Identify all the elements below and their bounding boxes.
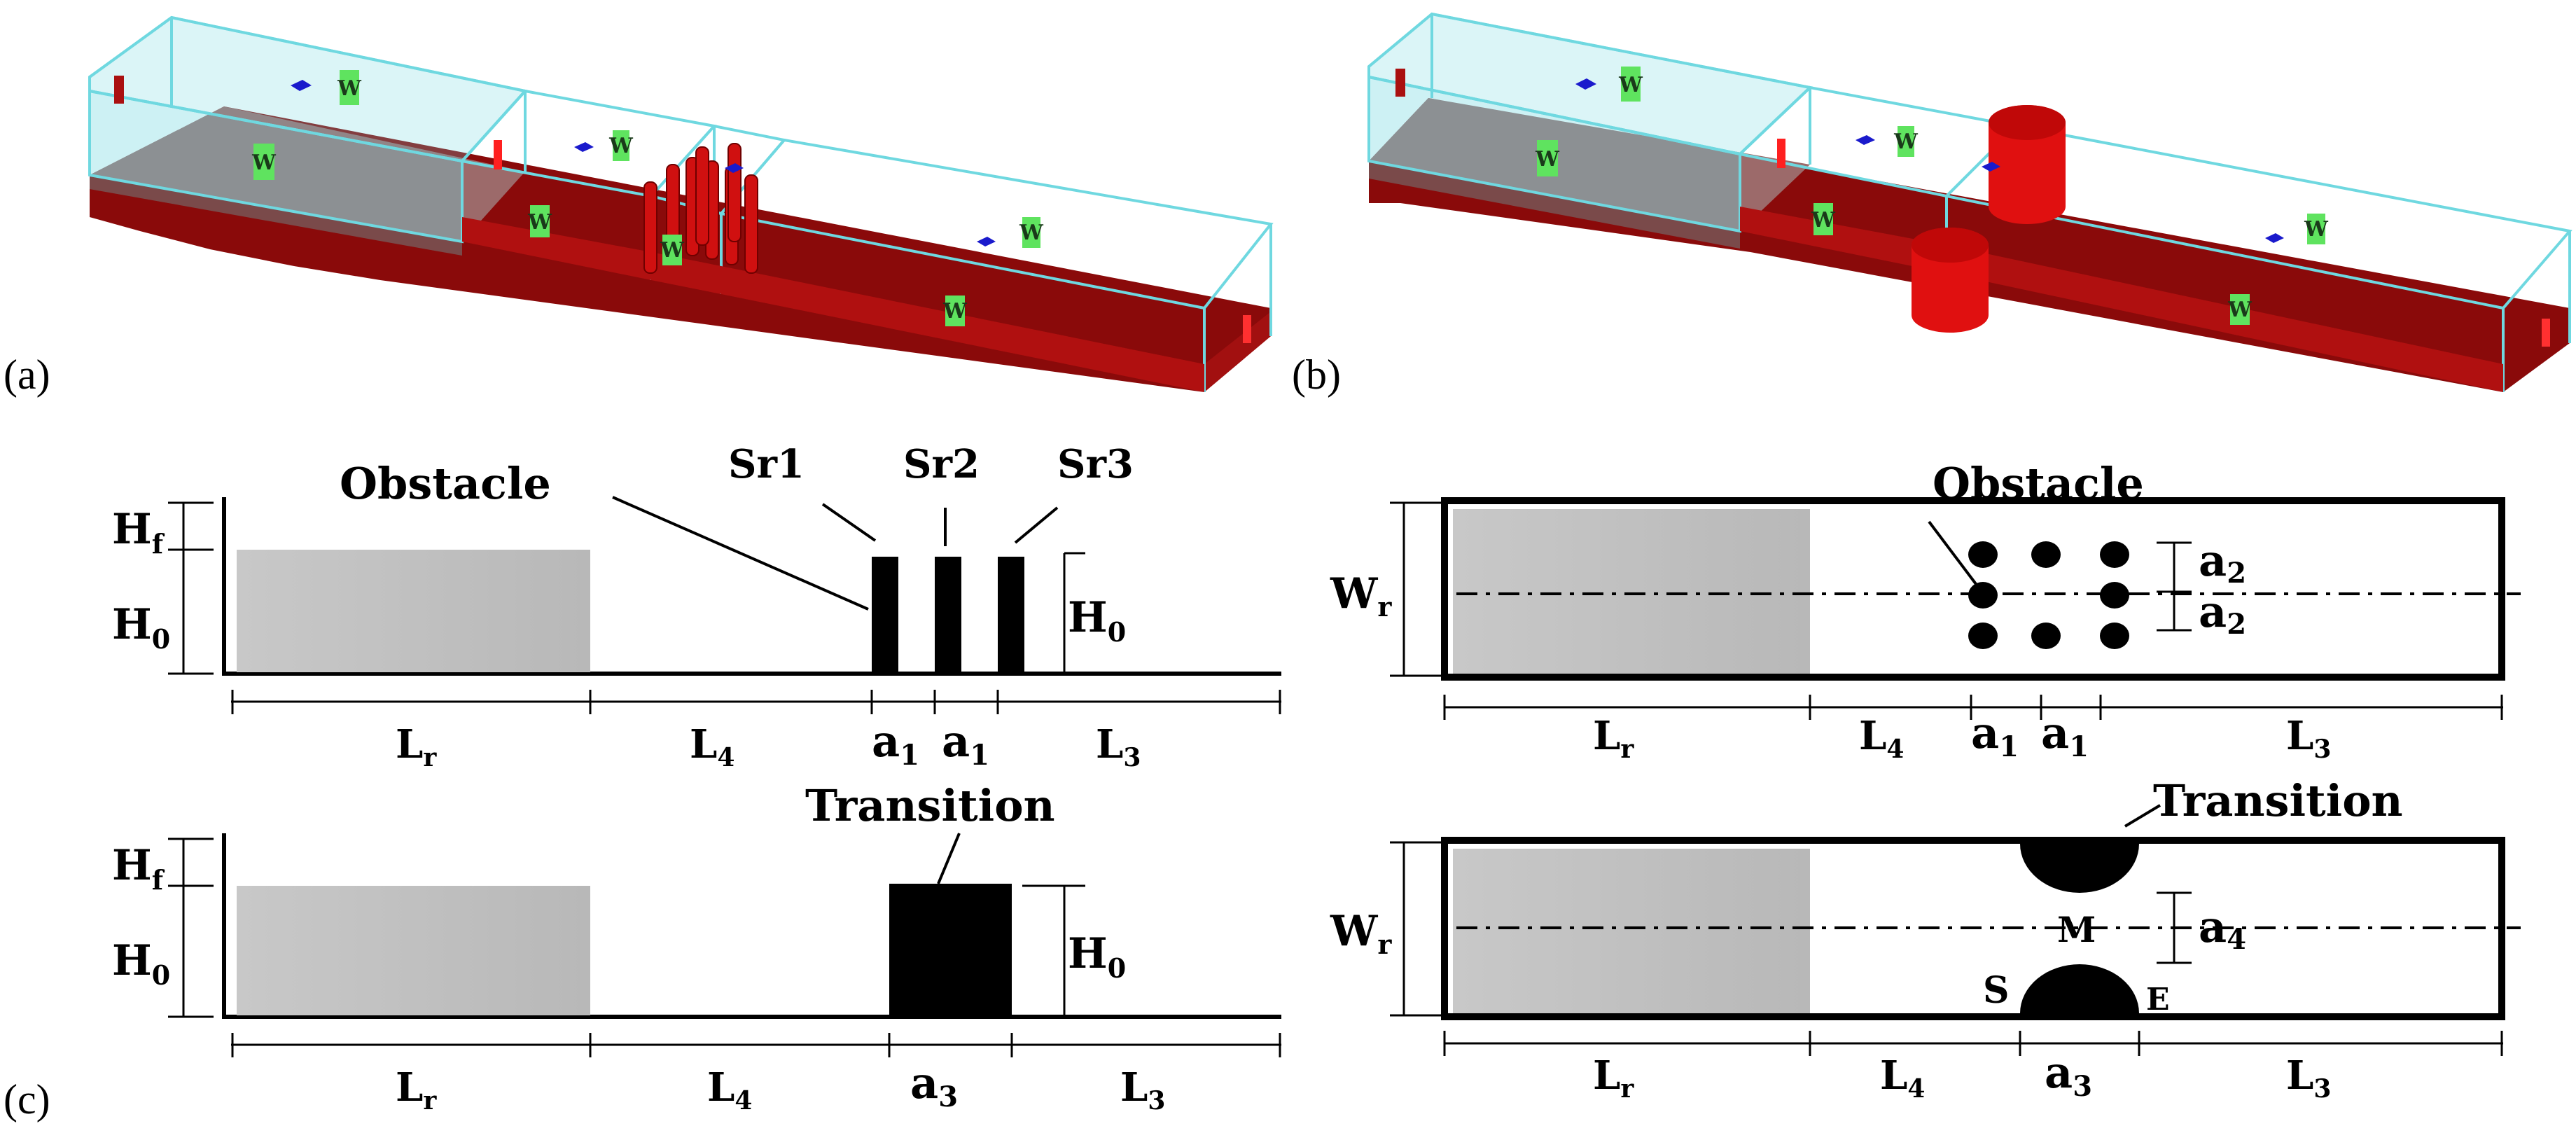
reservoir-top-transition: [1453, 849, 1810, 1013]
probes-b: [1575, 78, 2284, 243]
a1-label-side-obs-2: a1: [942, 716, 989, 772]
svg-text:W: W: [251, 151, 277, 175]
outlet-marker-a: [1243, 315, 1251, 343]
a1-label-side-obs-1: a1: [872, 716, 919, 772]
lr-label-side-tr: Lr: [396, 1064, 437, 1115]
top-view-obstacle: [1390, 497, 2521, 720]
svg-text:W: W: [1535, 147, 1560, 172]
svg-text:W: W: [1019, 221, 1044, 245]
reservoir-block-a: [90, 106, 525, 242]
a3-label-side-tr: a3: [910, 1057, 958, 1113]
lr-label-side-obs: Lr: [396, 721, 437, 772]
reservoir-front-b: [1369, 161, 1740, 249]
inner-marker-b1: [1777, 139, 1785, 168]
svg-text:W: W: [608, 134, 634, 158]
l3-label-side-obs: L3: [1096, 721, 1141, 772]
a1-label-top-obs-2: a1: [2041, 707, 2089, 763]
svg-text:W: W: [942, 299, 968, 324]
obstacle-sr3: [998, 557, 1024, 674]
svg-text:W: W: [2304, 217, 2329, 242]
panel-label-c: (c): [4, 1076, 50, 1122]
top-view-transition: [1390, 804, 2521, 1056]
h0-right-label-side-tr: H0: [1068, 929, 1126, 984]
side-view-obstacle-labels: Obstacle Sr1 Sr2 Sr3 Hf H0 H0 Lr L4 a1 a…: [112, 441, 1141, 772]
lr-label-top-tr: Lr: [1593, 1052, 1634, 1104]
transition-title-top: Transition: [2153, 775, 2403, 826]
a4-label-top-tr: a4: [2199, 901, 2246, 956]
obstacle-sr1: [872, 557, 898, 674]
l3-label-top-obs: L3: [2286, 713, 2331, 764]
air-boxes-a: [88, 15, 1274, 392]
h0-label-side-tr: H0: [112, 936, 170, 991]
l4-label-top-obs: L4: [1859, 713, 1904, 764]
wr-label-top-tr: Wr: [1330, 907, 1392, 960]
sr1-label: Sr1: [728, 441, 805, 487]
side-view-obstacle: [168, 496, 1281, 714]
svg-text:W: W: [527, 210, 552, 235]
reservoir-front-a: [90, 175, 462, 256]
transition-semicircle-top: [2020, 844, 2139, 893]
probes-a: [291, 80, 996, 246]
a2-label-top-obs-2: a2: [2199, 586, 2246, 641]
top-view-transition-labels: Transition Wr a4 M S E Lr L4 a3 L3: [1330, 775, 2403, 1104]
l3-label-top-tr: L3: [2286, 1052, 2331, 1104]
hf-label-side-obs: Hf: [112, 505, 165, 559]
l3-label-side-tr: L3: [1120, 1064, 1165, 1115]
reservoir-block-b: [1369, 98, 1810, 231]
transition-block-side: [889, 884, 1012, 1017]
l4-label-side-obs: L4: [690, 721, 734, 772]
panel-label-b: (b): [1292, 352, 1341, 398]
transition-title-side: Transition: [805, 780, 1055, 831]
m-label: M: [2057, 909, 2096, 950]
lr-label-top-obs: Lr: [1593, 713, 1634, 764]
inlet-marker-a: [114, 76, 124, 104]
h0-label-side-obs: H0: [112, 600, 170, 655]
wall-tags-a: W W W W W W W: [251, 70, 1044, 326]
hf-label-side-tr: Hf: [112, 841, 165, 896]
transition-semicircle-bottom: [2020, 964, 2139, 1013]
s-label: S: [1983, 969, 2010, 1012]
svg-text:W: W: [2227, 298, 2253, 322]
sr3-label: Sr3: [1057, 441, 1134, 487]
top-view-obstacle-labels: Obstacle Wr a2 a2 Lr L4 a1 a1 L3: [1330, 458, 2331, 764]
e-label: E: [2146, 982, 2170, 1017]
side-view-transition-labels: Transition Hf H0 H0 Lr L4 a3 L3 (c): [4, 780, 1165, 1122]
l4-label-top-tr: L4: [1880, 1052, 1925, 1104]
panel-b-model: W W W W W W (b): [1292, 12, 2572, 398]
svg-text:W: W: [1811, 208, 1836, 232]
sr2-label: Sr2: [903, 441, 980, 487]
obstacle-dots: [1968, 541, 2129, 649]
l4-label-side-tr: L4: [707, 1064, 752, 1115]
h0-right-label-side-obs: H0: [1068, 593, 1126, 648]
water-front-a: [1204, 312, 1271, 392]
wall-tags-b: W W W W W W: [1535, 67, 2329, 325]
reservoir-side-transition: [237, 886, 590, 1015]
panel-label-a: (a): [4, 352, 50, 398]
wr-label-top-obs: Wr: [1330, 569, 1392, 623]
reservoir-top-obstacle: [1453, 509, 1810, 674]
inlet-marker-b: [1395, 69, 1405, 97]
svg-text:W: W: [1893, 130, 1919, 154]
outlet-marker-b: [2542, 319, 2550, 347]
svg-text:W: W: [660, 238, 685, 263]
transition-cylinders-b: [1912, 105, 2066, 333]
svg-text:W: W: [337, 76, 362, 101]
inner-marker-a1: [494, 140, 502, 169]
a3-label-top-tr: a3: [2045, 1047, 2092, 1103]
a1-label-top-obs-1: a1: [1971, 707, 2019, 763]
panel-a-model: W W W W W W W (a): [4, 15, 1274, 398]
side-view-transition: [168, 833, 1281, 1057]
a2-label-top-obs-1: a2: [2199, 535, 2246, 590]
svg-text:W: W: [1618, 73, 1643, 97]
obstacle-title-side: Obstacle: [340, 458, 551, 509]
reservoir-side-obstacle: [237, 550, 590, 672]
obstacle-sr2: [935, 557, 961, 674]
obstacle-title-top: Obstacle: [1933, 458, 2144, 509]
